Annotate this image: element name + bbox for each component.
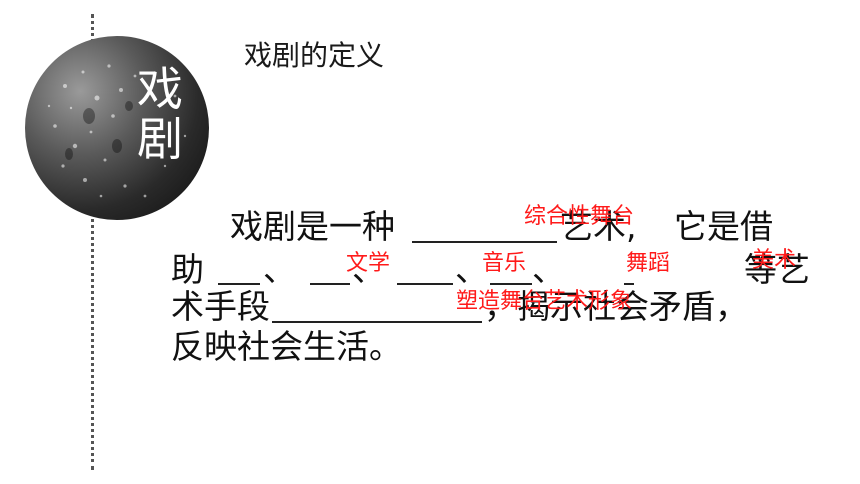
blank-2d <box>490 283 532 285</box>
text-line1-end: 它是借 <box>674 207 773 246</box>
text-line1-start: 戏剧是一种 <box>230 207 395 246</box>
text-line1-art: 艺术, <box>560 207 637 246</box>
blank-2a <box>218 283 260 285</box>
badge-char-1: 戏 <box>137 62 183 116</box>
blank-2b <box>310 283 350 285</box>
blank-3 <box>272 321 482 323</box>
text-line2-end: 等艺 <box>744 250 810 289</box>
text-line2-sep1: 、 <box>263 250 296 289</box>
text-line3-start: 术手段 <box>171 287 270 326</box>
answer-fine-arts: 美术 <box>752 248 797 273</box>
text-line3-end: ，揭示社会矛盾， <box>484 287 748 326</box>
text-line2-start: 助 <box>171 250 204 289</box>
text-line2-sep2: 、 <box>352 250 385 289</box>
answer-dance: 舞蹈 <box>626 251 671 276</box>
text-line2-sep4: 、 <box>532 250 565 289</box>
answer-music: 音乐 <box>482 251 527 276</box>
page-title: 戏剧的定义 <box>244 39 385 72</box>
blank-1 <box>412 241 557 243</box>
blank-2c <box>397 283 453 285</box>
raindrop-texture <box>47 64 187 198</box>
answer-literature: 文学 <box>346 251 391 276</box>
text-line4: 反映社会生活。 <box>171 327 402 366</box>
rain-glass-circle-image <box>25 36 209 220</box>
blank-2e <box>624 283 634 285</box>
vertical-dotted-divider <box>91 14 94 470</box>
badge-char-2: 剧 <box>137 112 183 166</box>
text-line2-sep3: 、 <box>455 250 488 289</box>
answer-stage-image: 塑造舞台艺术形象 <box>456 289 633 314</box>
answer-comprehensive-stage: 综合性舞台 <box>524 204 635 229</box>
